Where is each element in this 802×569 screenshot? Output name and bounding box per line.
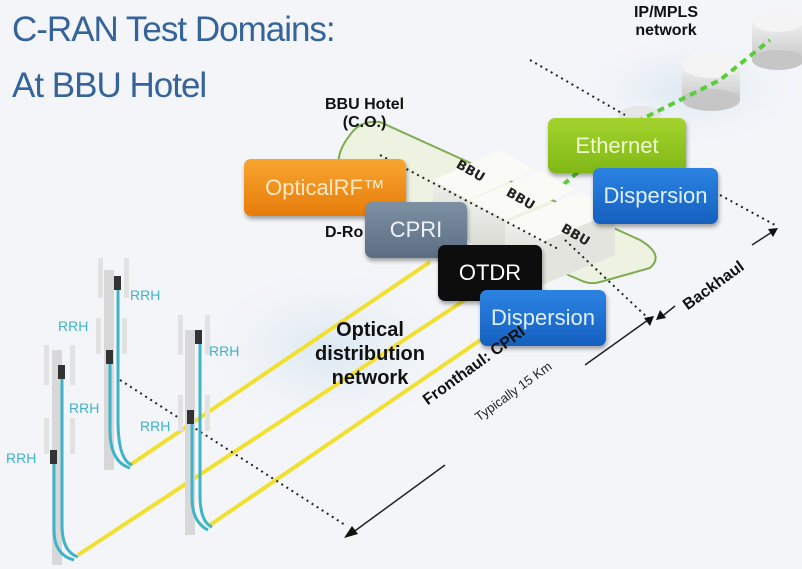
page-subtitle: At BBU Hotel [12,66,207,105]
fiber-line [128,260,432,467]
arrowhead-icon [768,228,778,237]
cell-tower [96,258,133,470]
odn-label-line2: distribution [315,343,425,365]
odn-label-line3: network [331,367,409,389]
dispersion-backhaul-box[interactable]: Dispersion [593,168,718,224]
cell-tower [44,345,79,565]
rrh-label: RRH [130,287,161,303]
bbu-hotel-label-line1: BBU Hotel [325,96,405,113]
ip-mpls-label-line2: network [635,22,697,39]
arrowhead-icon [644,316,654,326]
ip-mpls-label-line1: IP/MPLS [633,4,698,21]
fronthaul-arrow [584,319,649,366]
dotted-boundary [119,379,346,526]
fiber-line [208,328,497,527]
dispersion-fronthaul-box[interactable]: Dispersion [480,290,606,346]
cell-tower [178,315,213,535]
rrh-label: RRH [58,318,89,334]
fiber-line [76,288,482,557]
router-icon [752,8,802,70]
odn-label-line1: Optical [336,319,404,341]
ethernet-box[interactable]: Ethernet [548,118,686,173]
odn-label: Optical distribution network [302,318,438,390]
dotted-boundary [564,239,651,321]
rrh-label: RRH [69,400,100,416]
ip-mpls-label: IP/MPLS network [626,4,706,40]
dotted-boundary [379,154,561,251]
dotted-boundary [529,59,626,116]
rrh-label: RRH [140,418,171,434]
d-ro-label: D-Ro [325,224,364,241]
rrh-label: RRH [209,343,240,359]
router-icon [682,52,740,111]
rrh-label: RRH [6,450,37,466]
dotted-boundary [719,194,776,226]
arrowhead-icon [344,526,358,538]
page-title: C-RAN Test Domains: [12,10,336,49]
fronthaul-arrow [351,464,446,534]
backhaul-arrow [751,231,773,246]
arrowhead-icon [656,310,666,320]
bbu-hotel-label: BBU Hotel (C.O.) [325,96,404,132]
bbu-hotel-label-line2: (C.O.) [342,114,387,131]
